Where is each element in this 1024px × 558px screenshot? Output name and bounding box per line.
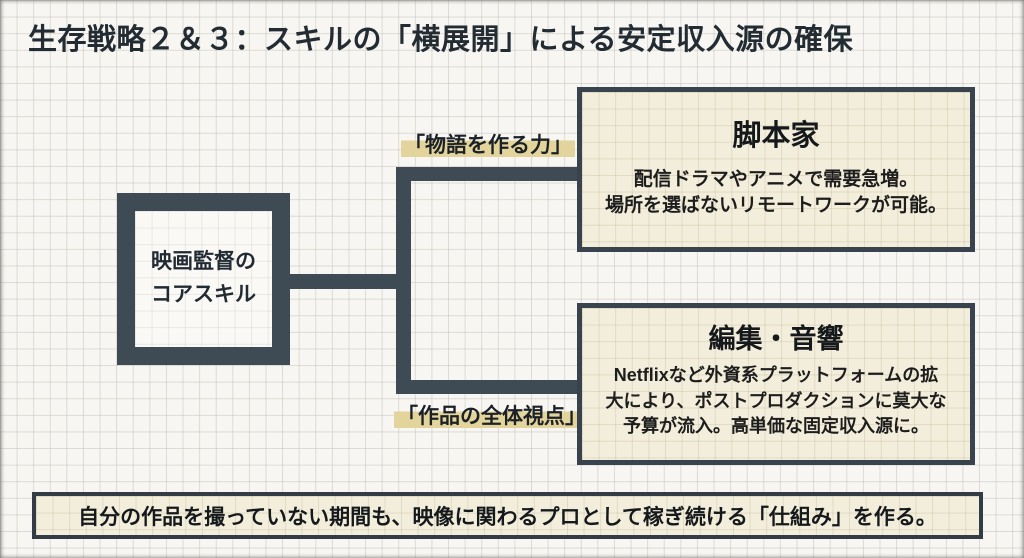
screenwriter-node: 脚本家 配信ドラマやアニメで需要急増。 場所を選ばないリモートワークが可能。 (577, 87, 975, 252)
slide-title: 生存戦略２＆３：スキルの「横展開」による安定収入源の確保 (28, 24, 854, 56)
connector-spine (396, 167, 411, 394)
branch-label-story-power: 「物語を作る力」 (401, 129, 575, 159)
editing-sound-title: 編集・音響 (708, 324, 844, 354)
screenwriter-title: 脚本家 (732, 120, 820, 152)
editing-sound-node: 編集・音響 Netflixなど外資系プラットフォームの拡 大により、ポストプロダ… (577, 303, 975, 465)
footer-message: 自分の作品を撮っていない期間も、映像に関わるプロとして稼ぎ続ける「仕組み」を作る… (78, 505, 937, 529)
connector-branch-top (396, 167, 582, 181)
editing-sound-description: Netflixなど外資系プラットフォームの拡 大により、ポストプロダクションに莫… (605, 365, 947, 437)
branch-label-overall-perspective: 「作品の全体視点」 (394, 400, 589, 430)
connector-branch-bottom (396, 380, 582, 394)
footer-banner: 自分の作品を撮っていない期間も、映像に関わるプロとして稼ぎ続ける「仕組み」を作る… (32, 492, 983, 539)
core-skill-label: 映画監督の コアスキル (151, 250, 256, 306)
screenwriter-description: 配信ドラマやアニメで需要急増。 場所を選ばないリモートワークが可能。 (604, 169, 947, 217)
core-skill-node: 映画監督の コアスキル (117, 193, 290, 365)
connector-core-stub (288, 274, 398, 289)
